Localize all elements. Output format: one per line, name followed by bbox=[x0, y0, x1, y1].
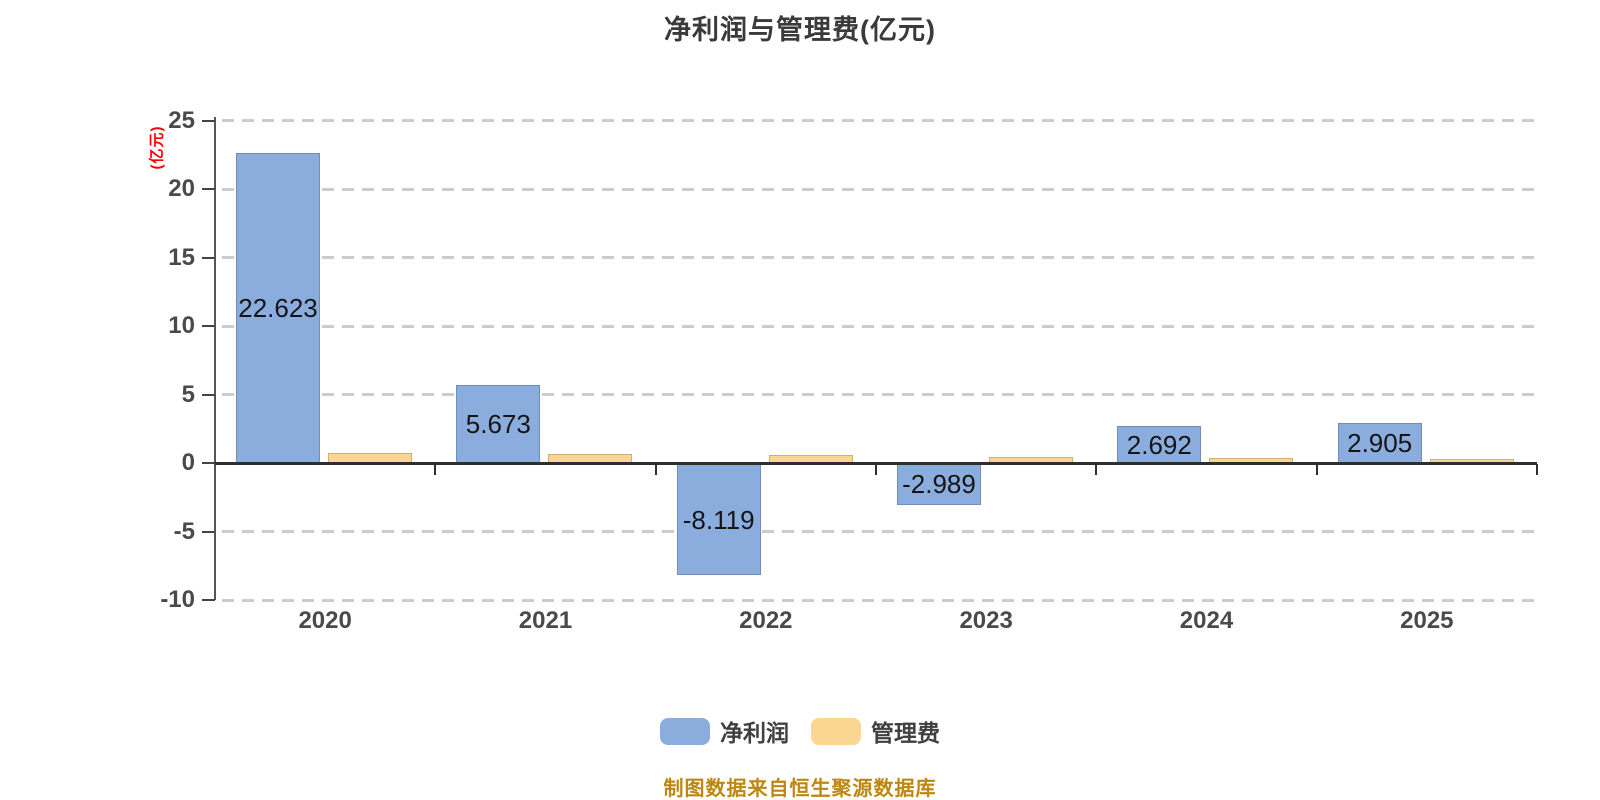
grid-line bbox=[222, 187, 1535, 191]
bar-net-profit-2022[interactable] bbox=[676, 464, 761, 576]
x-axis-label-2022: 2022 bbox=[739, 607, 793, 634]
legend-item-management-fee[interactable]: 管理费 bbox=[811, 714, 940, 748]
y-axis-tick-label: 5 bbox=[181, 380, 195, 408]
y-axis-tick-label: -5 bbox=[173, 517, 195, 545]
x-axis-label-2025: 2025 bbox=[1400, 607, 1454, 634]
x-axis-tick bbox=[875, 464, 877, 475]
x-axis-label-2024: 2024 bbox=[1179, 607, 1234, 634]
x-axis-label-2020: 2020 bbox=[298, 607, 352, 634]
grid-line bbox=[222, 530, 1535, 533]
x-axis-tick bbox=[1536, 464, 1538, 475]
legend: 净利润 管理费 bbox=[0, 714, 1600, 748]
x-axis-tick bbox=[1315, 464, 1318, 475]
y-axis-tick-label: 20 bbox=[168, 175, 195, 202]
bar-value-label: 5.673 bbox=[465, 409, 531, 440]
grid-line bbox=[222, 256, 1535, 259]
grid-line bbox=[222, 393, 1535, 396]
legend-swatch-management-fee bbox=[811, 717, 861, 745]
y-axis-tick bbox=[202, 599, 215, 601]
x-axis-tick bbox=[434, 464, 437, 475]
x-axis-label-2021: 2021 bbox=[518, 607, 573, 634]
x-axis-tick bbox=[654, 464, 657, 475]
bar-value-label: -2.989 bbox=[902, 469, 976, 500]
y-axis-tick-label: 15 bbox=[168, 243, 195, 271]
chart-title: 净利润与管理费(亿元) bbox=[664, 15, 936, 45]
bar-value-label: 2.905 bbox=[1347, 428, 1413, 459]
bar-net-profit-2024[interactable] bbox=[1117, 426, 1202, 463]
legend-swatch-net-profit bbox=[660, 717, 710, 745]
grid-line bbox=[222, 324, 1535, 328]
bar-value-label: -8.119 bbox=[682, 504, 755, 535]
grid-line bbox=[222, 598, 1535, 602]
data-source-note: 制图数据来自恒生聚源数据库 bbox=[663, 778, 937, 800]
y-axis-tick bbox=[202, 462, 215, 464]
legend-item-net-profit[interactable]: 净利润 bbox=[660, 714, 789, 748]
bar-value-label: 22.623 bbox=[238, 293, 318, 324]
legend-label-management-fee: 管理费 bbox=[871, 720, 940, 746]
bar-net-profit-2020[interactable] bbox=[236, 153, 320, 463]
legend-label-net-profit: 净利润 bbox=[720, 720, 789, 746]
y-axis-tick-label: 10 bbox=[168, 312, 195, 339]
y-axis-tick bbox=[202, 530, 215, 533]
grid-line bbox=[222, 119, 1535, 122]
x-axis-zero-line bbox=[215, 461, 1537, 465]
x-axis-label-2023: 2023 bbox=[959, 607, 1013, 634]
y-axis-tick bbox=[202, 119, 215, 122]
bar-net-profit-2023[interactable] bbox=[897, 464, 981, 505]
bar-value-label: 2.692 bbox=[1126, 429, 1192, 460]
y-axis-tick-label: 25 bbox=[168, 106, 195, 134]
y-axis-tick bbox=[202, 393, 215, 396]
y-axis-tick-label: 0 bbox=[181, 449, 195, 476]
x-axis-tick bbox=[1095, 464, 1098, 475]
y-axis-tick bbox=[202, 256, 215, 259]
y-axis-tick-label: -10 bbox=[160, 586, 195, 613]
y-axis-tick bbox=[202, 188, 215, 190]
y-axis-tick bbox=[202, 325, 215, 327]
y-axis-line bbox=[214, 117, 216, 600]
